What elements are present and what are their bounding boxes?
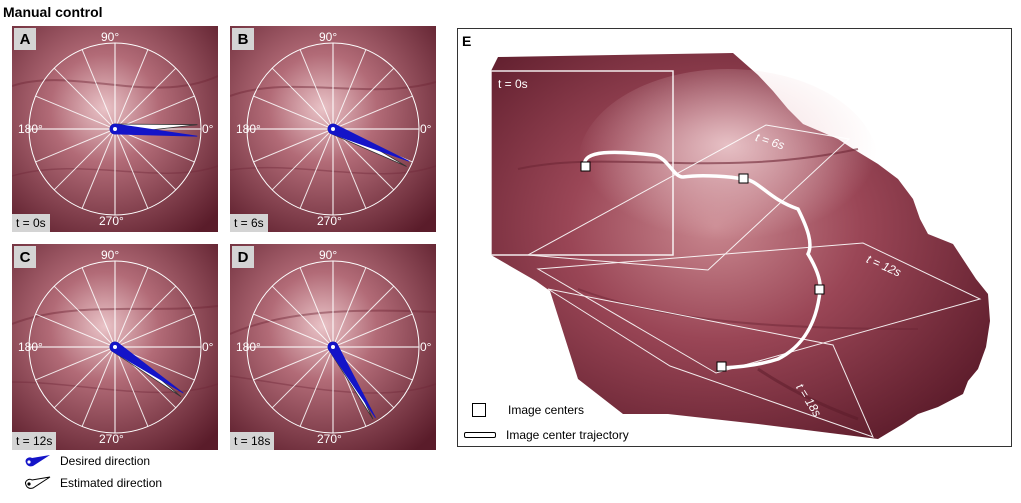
legend-image-centers-label: Image centers [508,403,585,417]
angle-label-270: 270° [99,432,124,446]
legend-trajectory-label: Image center trajectory [506,428,629,442]
angle-label-0: 0° [202,340,214,354]
polar-plot [12,244,218,450]
polar-plot [230,244,436,450]
panel-e-label: E [462,33,472,49]
mosaic-image [490,53,990,439]
estimated-direction-icon [25,476,51,489]
panel-d: D 90° 180° 0° 270° t = 18s [230,244,436,450]
desired-direction-icon [25,455,50,467]
time-label: t = 0s [12,214,50,232]
legend-estimated: Estimated direction [22,476,162,490]
angle-label-0: 0° [420,122,432,136]
panel-label: D [232,246,254,268]
panel-label: B [232,28,254,50]
polar-plot [230,26,436,232]
legend-desired-label: Desired direction [60,454,151,468]
legend-estimated-label: Estimated direction [60,476,163,490]
angle-label-90: 90° [319,248,338,262]
panel-a: A 90° 180° 0° 270° t = 0s [12,26,218,232]
panel-label: A [14,28,36,50]
angle-label-180: 180° [236,340,261,354]
time-label: t = 6s [230,214,268,232]
time-label: t = 12s [12,432,57,450]
angle-label-90: 90° [101,30,120,44]
legend-trajectory: Image center trajectory [464,428,629,442]
angle-label-0: 0° [202,122,214,136]
desired-direction-arrow [109,341,184,394]
panel-b: B 90° 180° 0° 270° t = 6s [230,26,436,232]
angle-label-180: 180° [18,340,43,354]
polar-plot [12,26,218,232]
trajectory-line-icon [464,432,496,438]
angle-label-90: 90° [101,248,120,262]
angle-label-270: 270° [99,214,124,228]
panel-e: E t = 0s t = 6s t = 12s t = 18s Image ce… [457,28,1012,447]
angle-label-180: 180° [236,122,261,136]
desired-direction-arrow [327,123,410,162]
angle-label-270: 270° [317,214,342,228]
desired-direction-arrow [109,123,198,137]
angle-label-90: 90° [319,30,338,44]
panel-c: C 90° 180° 0° 270° t = 12s [12,244,218,450]
angle-label-180: 180° [18,122,43,136]
legend-image-centers: Image centers [472,403,584,417]
desired-direction-arrow [327,341,376,418]
frame-label-0: t = 0s [498,77,528,91]
image-center-square-icon [472,403,486,417]
legend-desired: Desired direction [22,454,150,468]
panel-label: C [14,246,36,268]
angle-label-270: 270° [317,432,342,446]
time-label: t = 18s [230,432,275,450]
figure-title: Manual control [3,4,103,20]
angle-label-0: 0° [420,340,432,354]
